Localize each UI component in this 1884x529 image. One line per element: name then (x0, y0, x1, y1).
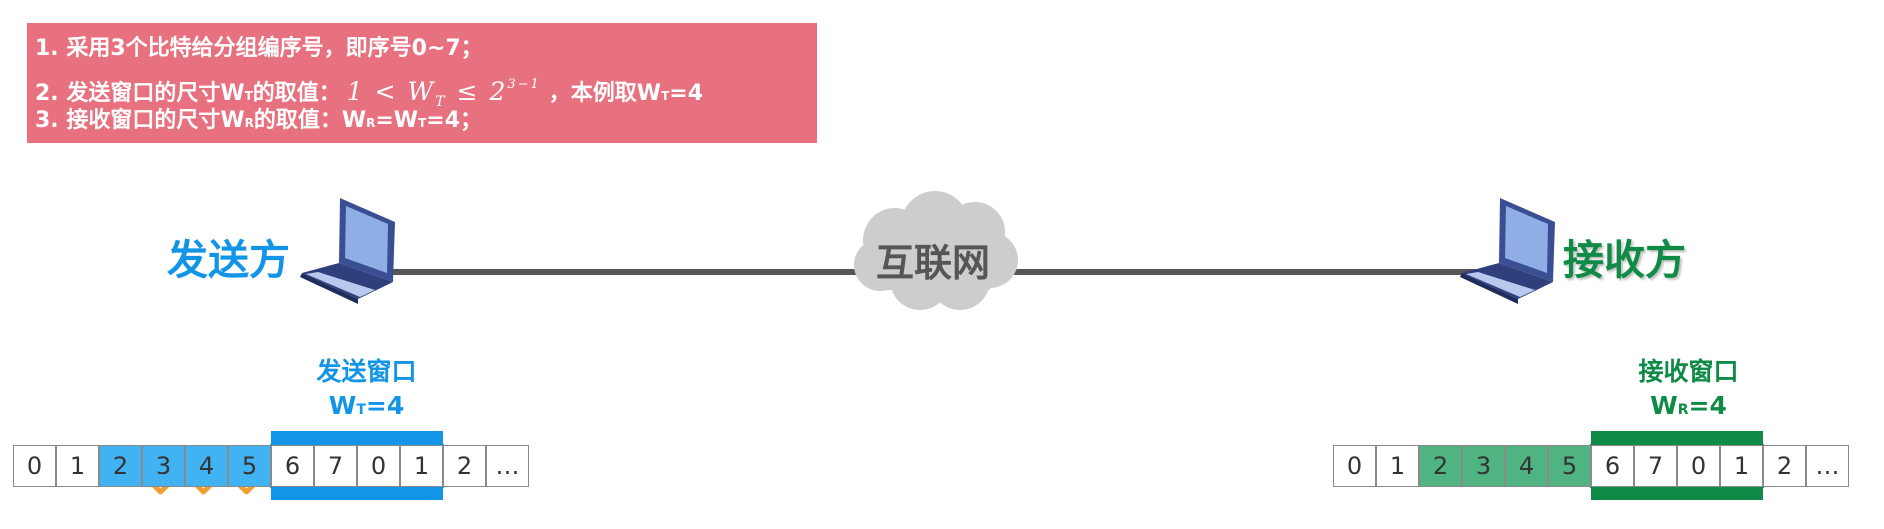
sender-seq-cell-3: 3 (142, 445, 185, 487)
sender-seq-cell-1: 1 (56, 445, 99, 487)
receiver-seq-cell-3: 3 (1462, 445, 1505, 487)
note-line-3-subscript-2: R (366, 116, 376, 130)
note-line-2-suffix-a: ，本例取W (548, 81, 662, 106)
receiver-seq-cell-11: … (1806, 445, 1849, 487)
sender-seq-cell-11: … (486, 445, 529, 487)
receiver-window-title-text: 接收窗口 (1638, 357, 1739, 386)
formula-superscript: 3−1 (507, 77, 541, 92)
sender-seq-cell-2: 2 (99, 445, 142, 487)
formula-subscript: T (435, 94, 447, 110)
receiver-seq-cell-9: 1 (1720, 445, 1763, 487)
receiver-window-size: WR=4 (1600, 389, 1777, 427)
receiver-seq-cell-6: 6 (1591, 445, 1634, 487)
receiver-seq-cell-1: 1 (1376, 445, 1419, 487)
sender-window-size-suffix: =4 (365, 391, 405, 420)
note-line-2-subscript: T (244, 89, 253, 103)
window-size-formula: 1 < WT ≤ 23−1 (347, 67, 541, 120)
formula-part-b: ≤ 2 (456, 77, 508, 106)
note-line-3-suffix: =4； (426, 108, 483, 133)
note-line-2: 2. 发送窗口的尺寸WT的取值：1 < WT ≤ 23−1，本例取WT=4 (35, 67, 817, 110)
note-line-3-mid: 的取值：W (253, 108, 367, 133)
sender-seq-cell-5: 5 (228, 445, 271, 487)
receiver-window-bar-top (1591, 431, 1763, 445)
sender-seq-cell-9: 1 (400, 445, 443, 487)
sender-seq-cell-7: 7 (314, 445, 357, 487)
network-label: 互联网 (875, 241, 990, 285)
sender-window-size-subscript: T (356, 402, 366, 418)
sender-seq-cell-4: 4 (185, 445, 228, 487)
note-line-1: 1. 采用3个比特给分组编序号，即序号0~7； (35, 31, 817, 67)
receiver-seq-cell-10: 2 (1763, 445, 1806, 487)
sender-window-title: 发送窗口 WT=4 (300, 355, 433, 427)
note-line-3-mid-2: =W (375, 108, 419, 133)
receiver-window-title: 接收窗口 WR=4 (1600, 355, 1777, 427)
cloud-icon (854, 191, 1018, 310)
receiver-seq-cell-7: 7 (1634, 445, 1677, 487)
receiver-seq-cell-2: 2 (1419, 445, 1462, 487)
sender-laptop-icon (300, 198, 395, 304)
sender-window-bar-bottom (271, 487, 443, 500)
sender-window-bar-top (271, 431, 443, 445)
receiver-window-size-suffix: =4 (1688, 391, 1727, 420)
note-line-3-prefix: 3. 接收窗口的尺寸W (35, 108, 245, 133)
sender-seq-cell-0: 0 (13, 445, 56, 487)
sender-window-title-text: 发送窗口 (316, 357, 417, 386)
receiver-window-size-prefix: W (1650, 391, 1678, 420)
note-line-3-subscript: R (244, 116, 254, 130)
note-line-2-suffix-b: =4 (669, 81, 704, 106)
note-line-3-subscript-3: T (418, 116, 427, 130)
receiver-window-bar-bottom (1591, 487, 1763, 500)
sender-label: 发送方 (167, 236, 290, 284)
receiver-laptop-icon (1460, 198, 1555, 304)
sender-seq-cell-10: 2 (443, 445, 486, 487)
note-line-2-prefix: 2. 发送窗口的尺寸W (35, 81, 245, 106)
note-line-1-text: 1. 采用3个比特给分组编序号，即序号0~7； (35, 36, 483, 61)
note-line-2-suffix-subscript: T (661, 89, 670, 103)
sender-seq-cell-6: 6 (271, 445, 314, 487)
note-line-3: 3. 接收窗口的尺寸WR的取值：WR=WT=4； (35, 103, 817, 139)
note-line-2-mid: 的取值： (252, 81, 341, 106)
formula-part-a: 1 < W (346, 77, 436, 106)
receiver-seq-cell-0: 0 (1333, 445, 1376, 487)
sender-window-size: WT=4 (300, 389, 433, 427)
sender-window-size-prefix: W (328, 391, 357, 420)
notes-box: 1. 采用3个比特给分组编序号，即序号0~7； 2. 发送窗口的尺寸WT的取值：… (27, 23, 817, 143)
receiver-seq-cell-8: 0 (1677, 445, 1720, 487)
receiver-seq-cell-5: 5 (1548, 445, 1591, 487)
receiver-window-size-subscript: R (1677, 402, 1689, 418)
receiver-label: 接收方 (1563, 236, 1686, 284)
receiver-seq-cell-4: 4 (1505, 445, 1548, 487)
sender-seq-cell-8: 0 (357, 445, 400, 487)
